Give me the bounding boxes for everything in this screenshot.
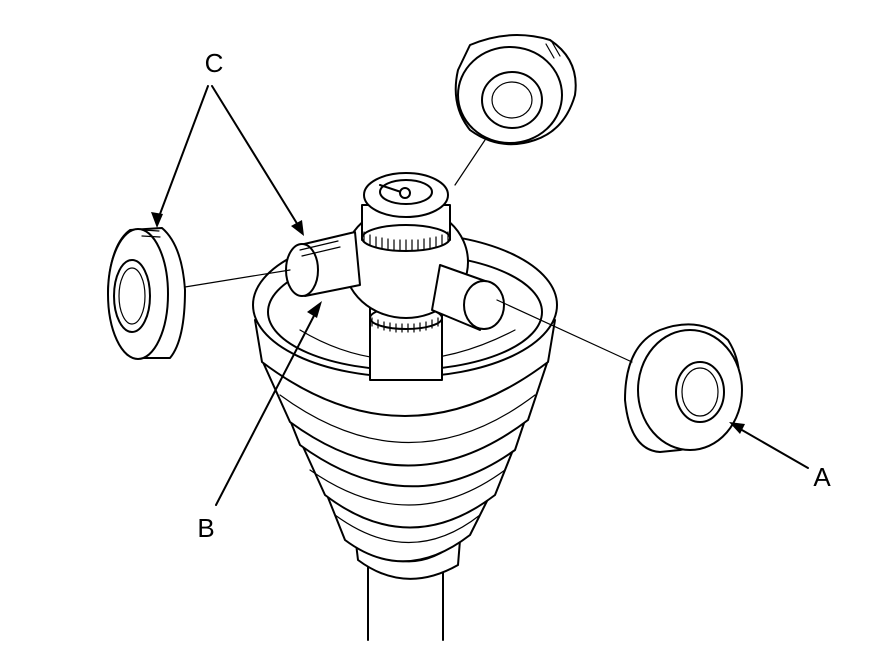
roller-left (107, 227, 186, 360)
alignment-lines (184, 139, 633, 363)
callout-label-b: B (197, 513, 214, 543)
callout-label-a: A (813, 462, 831, 492)
drive-shaft (367, 559, 444, 641)
callout-label-c: C (205, 48, 224, 78)
roller-a (624, 323, 743, 453)
leader-lines (151, 85, 809, 506)
roller-top (454, 34, 577, 146)
trunnion-right (431, 264, 505, 331)
trunnion-left (285, 231, 361, 297)
